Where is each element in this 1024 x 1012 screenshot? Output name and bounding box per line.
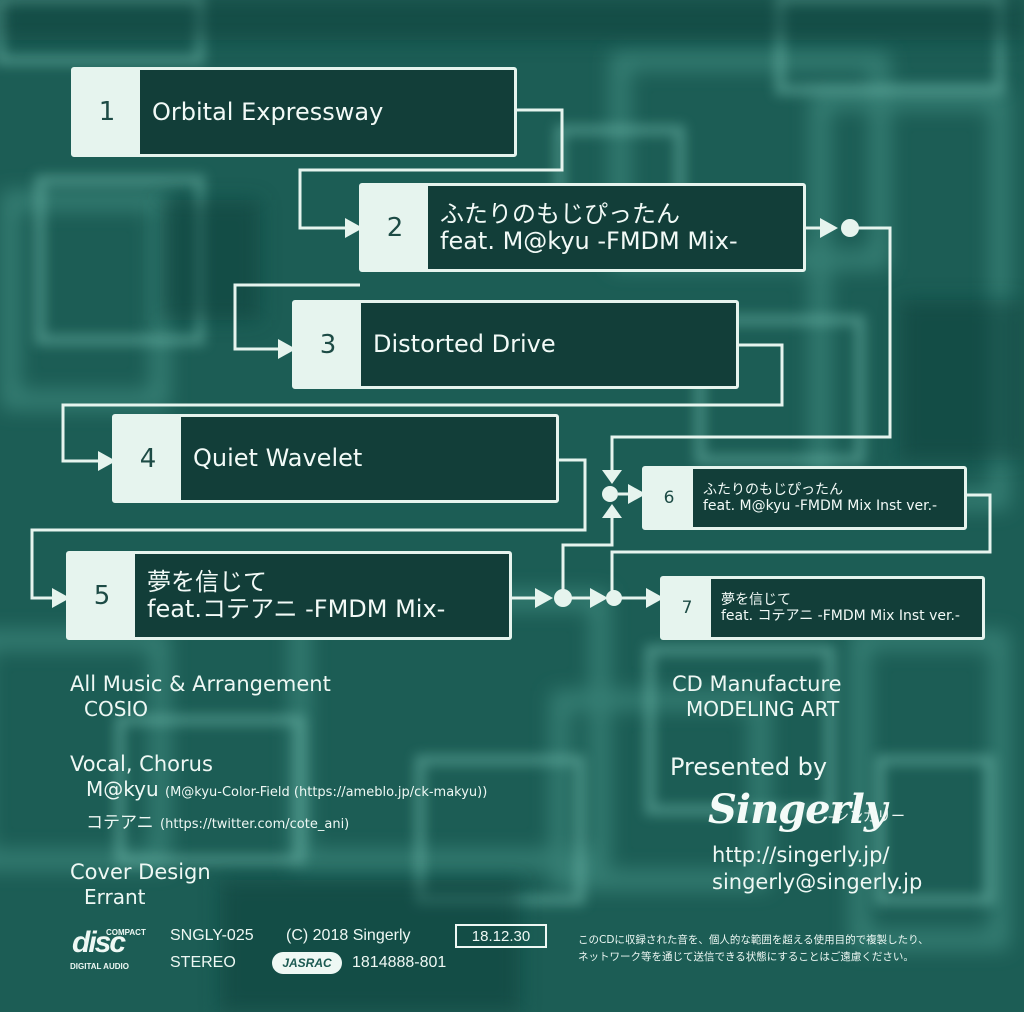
copyright-text: (C) 2018 Singerly: [286, 927, 411, 944]
credits-vocal: Vocal, Chorus M@kyu (M@kyu-Color-Field (…: [70, 752, 487, 837]
compact-disc-logo-bottom: DIGITAL AUDIO: [70, 962, 129, 971]
credits-vocal-1-name: M@kyu: [86, 777, 159, 801]
jasrac-logo: JASRAC: [272, 952, 342, 974]
track-6-title-line: ふたりのもじぴったん: [703, 482, 843, 498]
track-4-title: Quiet Wavelet: [181, 417, 556, 500]
track-5-title-line: feat.コテアニ -FMDM Mix-: [147, 594, 446, 623]
website-link[interactable]: http://singerly.jp/: [712, 843, 890, 867]
credits-manufacture-value: MODELING ART: [686, 697, 840, 721]
track-1-title: Orbital Expressway: [140, 70, 514, 154]
credits-presented-heading: Presented by: [670, 753, 828, 781]
track-3-box: 3 Distorted Drive: [292, 300, 739, 389]
track-3-title: Distorted Drive: [361, 303, 736, 386]
compact-disc-logo-main: disc: [72, 926, 126, 959]
singerly-logo: Singerly: [708, 786, 887, 833]
track-1-title-line: Orbital Expressway: [152, 97, 384, 126]
credits-vocal-heading: Vocal, Chorus: [70, 752, 213, 776]
credits-music-value: COSIO: [84, 697, 149, 721]
track-2-title-line: ふたりのもじぴったん: [440, 199, 680, 228]
credits-vocal-1: M@kyu (M@kyu-Color-Field (https://ameblo…: [70, 777, 487, 805]
copy-notice-line: このCDに収録された音を、個人的な範囲を超える使用目的で複製したり、: [578, 934, 929, 946]
track-5-title: 夢を信じて feat.コテアニ -FMDM Mix-: [135, 554, 509, 637]
track-1-number: 1: [98, 97, 116, 127]
copy-notice: このCDに収録された音を、個人的な範囲を超える使用目的で複製したり、 ネットワー…: [578, 932, 998, 966]
credits-cover-heading: Cover Design: [70, 860, 211, 884]
track-7-title-line: 夢を信じて: [721, 592, 791, 608]
track-7-number: 7: [681, 598, 693, 618]
credits-presented: Presented by: [670, 755, 827, 780]
credits-cover: Cover Design Errant: [70, 860, 211, 909]
track-6-number: 6: [663, 488, 675, 508]
track-4-title-line: Quiet Wavelet: [193, 444, 363, 472]
track-2-box: 2 ふたりのもじぴったん feat. M@kyu -FMDM Mix-: [359, 183, 806, 272]
track-3-number: 3: [319, 329, 337, 360]
track-2-title-line: feat. M@kyu -FMDM Mix-: [440, 226, 738, 255]
singerly-logo-sub: –シンガリー: [828, 809, 905, 825]
catalog-number: SNGLY-025: [170, 927, 254, 944]
credits-vocal-2-name: コテアニ: [86, 813, 154, 833]
track-4-box: 4 Quiet Wavelet: [112, 414, 559, 503]
compact-disc-logo: disc COMPACT DIGITAL AUDIO: [70, 926, 146, 974]
release-date-badge: 18.12.30: [455, 924, 547, 948]
track-7-box: 7 夢を信じて feat. コテアニ -FMDM Mix Inst ver.-: [660, 576, 985, 640]
credits-vocal-1-note: (M@kyu-Color-Field (https://ameblo.jp/ck…: [165, 785, 488, 800]
track-4-number: 4: [139, 443, 157, 474]
compact-disc-logo-top: COMPACT: [106, 928, 146, 937]
track-5-box: 5 夢を信じて feat.コテアニ -FMDM Mix-: [66, 551, 512, 640]
track-6-box: 6 ふたりのもじぴったん feat. M@kyu -FMDM Mix Inst …: [642, 466, 967, 530]
credits-manufacture-heading: CD Manufacture: [672, 672, 842, 696]
credits-music-heading: All Music & Arrangement: [70, 672, 331, 696]
track-5-number: 5: [93, 580, 111, 611]
track-3-title-line: Distorted Drive: [373, 330, 556, 358]
track-7-title: 夢を信じて feat. コテアニ -FMDM Mix Inst ver.-: [711, 579, 982, 637]
track-2-number: 2: [386, 212, 404, 243]
track-6-title-line: feat. M@kyu -FMDM Mix Inst ver.-: [703, 498, 938, 514]
credits-contact: http://singerly.jp/ singerly@singerly.jp: [712, 842, 922, 896]
credits-cover-value: Errant: [84, 885, 146, 909]
stereo-label: STEREO: [170, 954, 236, 971]
email-link[interactable]: singerly@singerly.jp: [712, 870, 923, 894]
credits-vocal-2: コテアニ (https://twitter.com/cote_ani): [70, 809, 487, 837]
credits-manufacture: CD Manufacture MODELING ART: [672, 672, 842, 721]
track-5-title-line: 夢を信じて: [147, 567, 267, 596]
credits-vocal-2-note: (https://twitter.com/cote_ani): [160, 817, 350, 832]
track-2-title: ふたりのもじぴったん feat. M@kyu -FMDM Mix-: [428, 186, 803, 269]
copy-notice-line: ネットワーク等を通じて送信できる状態にすることはご遠慮ください。: [578, 951, 914, 963]
track-6-title: ふたりのもじぴったん feat. M@kyu -FMDM Mix Inst ve…: [693, 469, 964, 527]
track-1-box: 1 Orbital Expressway: [71, 67, 517, 157]
credits-music: All Music & Arrangement COSIO: [70, 672, 331, 721]
jasrac-code: 1814888-801: [352, 954, 447, 971]
track-7-title-line: feat. コテアニ -FMDM Mix Inst ver.-: [721, 608, 960, 624]
